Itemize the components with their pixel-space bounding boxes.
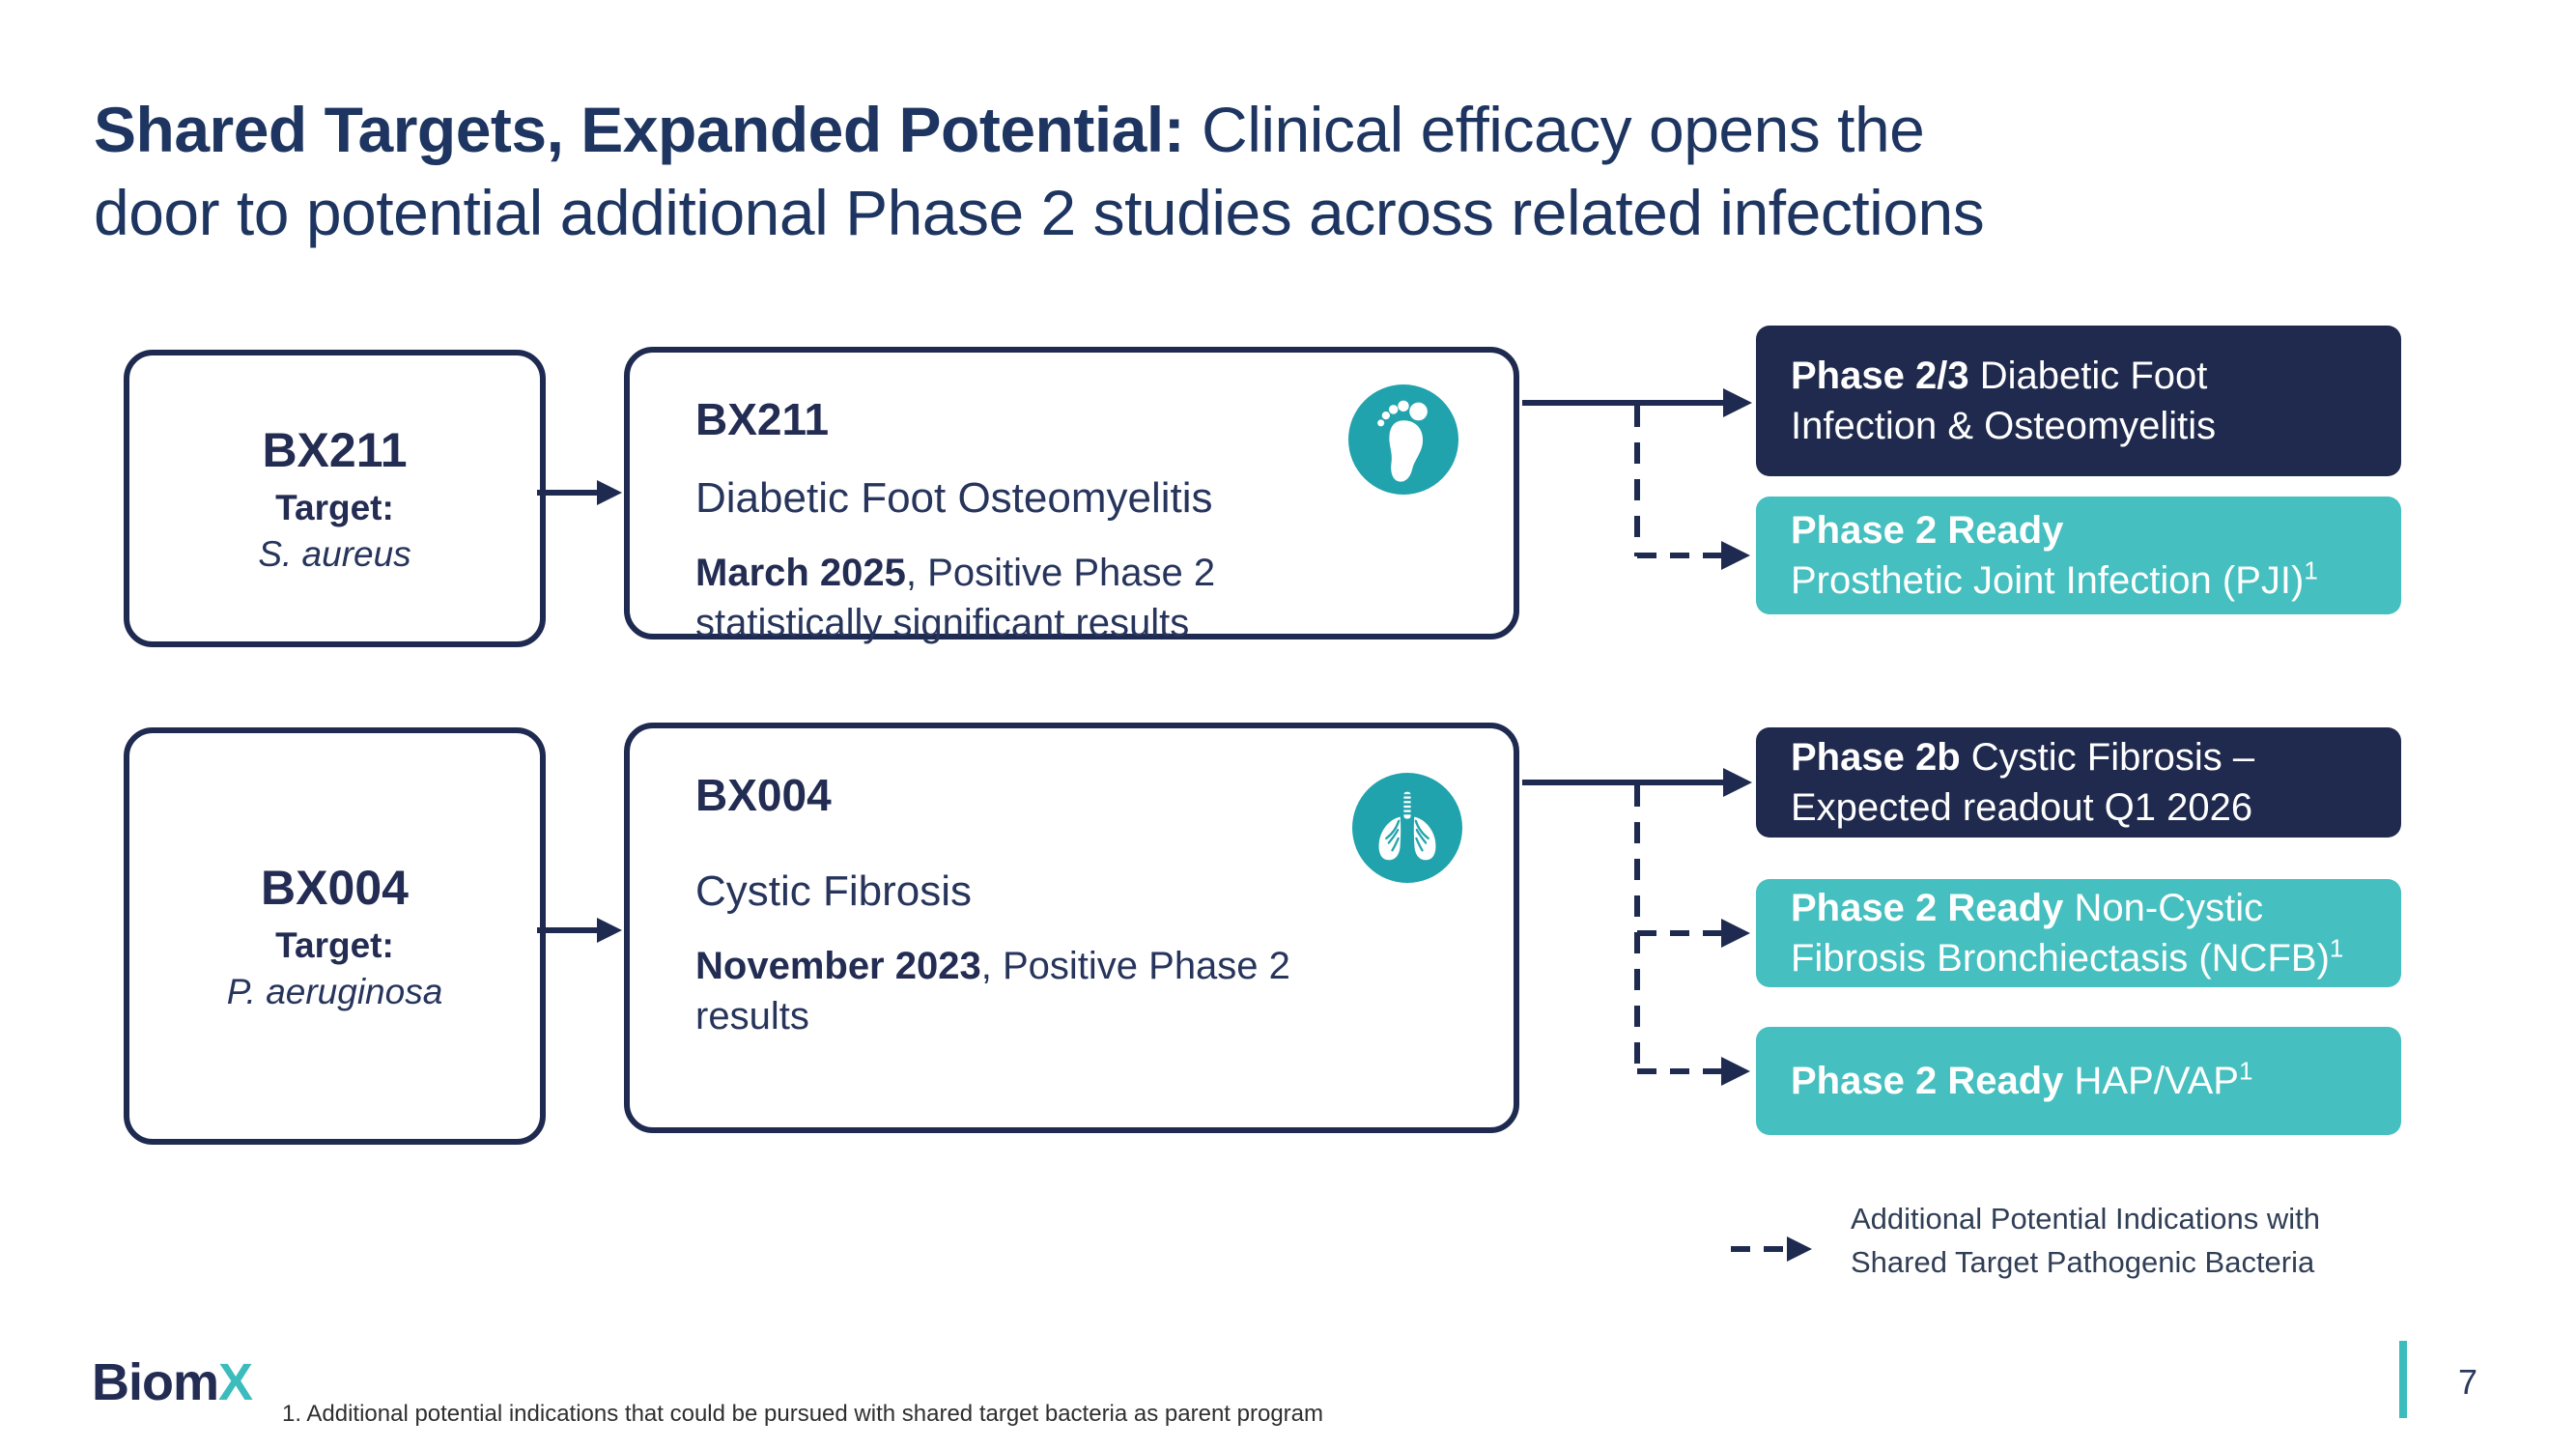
result-line2: results [695,995,809,1037]
legend-text: Additional Potential Indications with Sh… [1851,1202,2320,1279]
connector-dashed-row1 [1637,553,1724,558]
program-code: BX004 [695,770,832,820]
legend-arrow-head [1787,1236,1812,1262]
connector-dashed-row1-head [1721,541,1750,570]
outcome-phase2ready-ncfb: Phase 2 Ready Non-Cystic Fibrosis Bronch… [1756,879,2401,987]
footnote: 1. Additional potential indications that… [282,1401,1324,1427]
connector-solid-row2 [1522,780,1725,785]
result-date: November 2023 [695,945,981,987]
result-text: November 2023, Positive Phase 2 results [695,941,1475,1041]
bx004-target-box: BX004 Target: P. aeruginosa [124,727,546,1145]
footnote-ref: 1 [2329,933,2344,963]
footnote-ref: 1 [2238,1056,2253,1086]
outcome-phase2b-cf: Phase 2b Cystic Fibrosis – Expected read… [1756,727,2401,838]
target-species: S. aureus [258,534,411,574]
result-rest: , Positive Phase 2 [905,552,1216,594]
lungs-icon [1352,773,1462,883]
page-number: 7 [2458,1362,2478,1402]
legend-dashed-line [1731,1246,1791,1252]
connector-solid-row2-head [1723,768,1752,797]
outcome-phase2ready-hapvap: Phase 2 Ready HAP/VAP1 [1756,1027,2401,1135]
connector-dashed-vertical-row1 [1634,406,1640,556]
title-bold: Shared Targets, Expanded Potential: [94,94,1185,165]
bx211-info-box: BX211 Diabetic Foot Osteomyelitis March … [624,347,1519,644]
arrow-bx004-head [597,918,622,943]
phase-label: Phase 2 Ready [1791,509,2064,552]
target-species: P. aeruginosa [226,972,443,1011]
result-date: March 2025 [695,552,906,594]
connector-dashed-ncfb [1637,930,1724,936]
logo-x: X [218,1353,253,1411]
footnote-ref: 1 [2304,555,2318,585]
connector-solid-row1 [1522,400,1725,406]
outcome-phase23-dfi: Phase 2/3 Diabetic Foot Infection & Oste… [1756,326,2401,476]
program-code: BX004 [261,861,409,915]
program-code: BX211 [695,394,830,444]
arrow-bx211-head [597,480,622,505]
bx211-target-box: BX211 Target: S. aureus [124,350,546,647]
result-line2: statistically significant results [695,602,1190,644]
foot-icon [1348,384,1458,495]
phase-label: Phase 2b [1791,736,1961,779]
title-rest: Clinical efficacy opens the [1184,94,1925,165]
arrow-bx004-line [537,927,599,933]
connector-dashed-hapvap-head [1721,1057,1750,1086]
connector-dashed-ncfb-head [1721,919,1750,948]
result-rest: , Positive Phase 2 [980,945,1290,987]
target-label: Target: [275,488,394,527]
connector-dashed-hapvap [1637,1068,1724,1074]
logo-biom: Biom [92,1353,219,1411]
biomx-logo: BiomX [92,1352,253,1412]
page-accent-bar [2399,1341,2407,1418]
phase-label: Phase 2 Ready [1791,887,2064,929]
title-line-1: Shared Targets, Expanded Potential: Clin… [94,89,2460,172]
phase-label: Phase 2 Ready [1791,1060,2064,1102]
result-text: March 2025, Positive Phase 2 statistical… [695,548,1475,648]
program-code: BX211 [262,423,408,477]
page-title: Shared Targets, Expanded Potential: Clin… [94,89,2460,255]
indication: Cystic Fibrosis [695,867,973,915]
title-line-2: door to potential additional Phase 2 stu… [94,176,1985,248]
indication: Diabetic Foot Osteomyelitis [695,474,1213,522]
arrow-bx211-line [537,490,599,496]
outcome-phase2ready-pji: Phase 2 Ready Prosthetic Joint Infection… [1756,497,2401,614]
target-label: Target: [275,925,394,965]
phase-label: Phase 2/3 [1791,355,1969,397]
connector-solid-row1-head [1723,388,1752,417]
